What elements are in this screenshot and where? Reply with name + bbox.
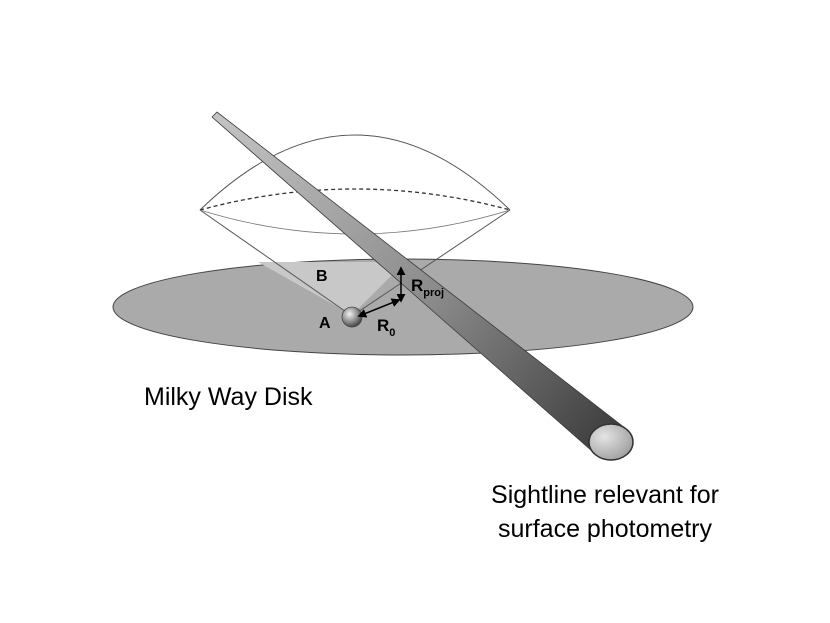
cone-right-edge (351, 209, 511, 317)
r0-label-sub: 0 (389, 327, 395, 339)
r0-arrow (357, 298, 401, 318)
sightline-caption-line1: Sightline relevant for (491, 481, 719, 509)
cone-region (258, 262, 405, 315)
r0-label-main: R (377, 316, 389, 335)
observer-sphere (341, 306, 363, 328)
point-b-label: B (316, 268, 328, 285)
r0-label: R0 (377, 316, 395, 339)
rproj-label-main: R (411, 276, 423, 295)
cone-dome-arc (199, 134, 511, 211)
point-a-label: A (319, 315, 331, 332)
sightline-caption-line2: surface photometry (498, 515, 712, 543)
rproj-label: Rproj (411, 276, 444, 299)
rproj-label-sub: proj (423, 287, 444, 299)
disk-label: Milky Way Disk (144, 383, 313, 411)
cone-rim-back (199, 188, 511, 211)
cone-left-edge (199, 209, 353, 317)
sightline-rod-cap (588, 423, 634, 461)
